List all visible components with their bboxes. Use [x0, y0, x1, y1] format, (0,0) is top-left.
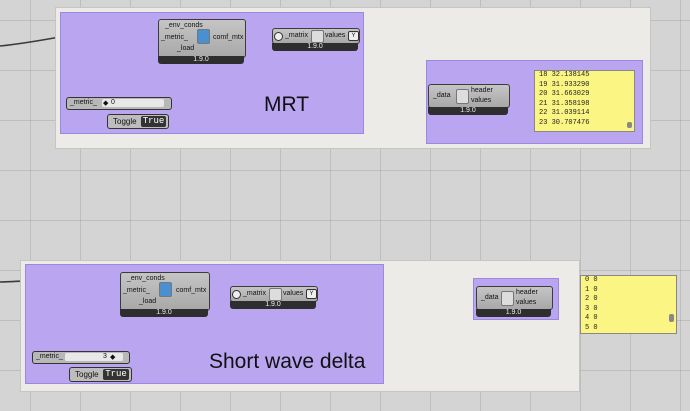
top-metric-slider[interactable]: _metric_ ◆ 0: [66, 97, 172, 110]
top-panel-row: 19 31.933290: [539, 80, 590, 89]
bottom-toggle-label: Toggle: [75, 370, 99, 379]
data-ab-icon: [501, 291, 514, 306]
bottom-comfort-version: 1.9.0: [120, 309, 208, 317]
top-matrix-component[interactable]: _matrix values Y: [272, 28, 360, 44]
bottom-matrix-out-param-icon: Y: [306, 289, 317, 299]
top-panel-scrollbar[interactable]: [627, 122, 632, 128]
bottom-matrix-input[interactable]: _matrix: [243, 290, 266, 297]
top-matrix-out-param-icon: Y: [348, 31, 359, 41]
bottom-panel-row: 5 0: [585, 323, 598, 332]
top-panel-row: 22 31.039114: [539, 109, 590, 117]
top-data-input[interactable]: _data: [433, 92, 451, 99]
top-data-output-header[interactable]: header: [471, 87, 493, 94]
top-panel-row: 21 31.358198: [539, 99, 590, 108]
matrix-x-icon: [311, 30, 324, 43]
bottom-slider-label: _metric_: [36, 353, 63, 360]
bottom-slider-value: 3: [103, 353, 107, 360]
bottom-matrix-version: 1.9.0: [230, 301, 316, 309]
bottom-panel-row: 1 0: [585, 285, 598, 294]
top-slider-track[interactable]: [102, 99, 164, 107]
bottom-matrix-input-grip-icon[interactable]: [232, 290, 241, 299]
bottom-metric-slider[interactable]: _metric_ 3 ◆: [32, 351, 130, 364]
top-panel-row: 23 30.707476: [539, 118, 590, 127]
bottom-data-output-values[interactable]: values: [516, 299, 537, 306]
bottom-input-load[interactable]: _load: [139, 298, 157, 305]
bottom-slider-diamond-icon[interactable]: ◆: [110, 354, 116, 361]
top-matrix-input-grip-icon[interactable]: [274, 32, 283, 41]
bottom-panel[interactable]: 0 0 1 0 2 0 3 0 4 0 5 0: [580, 275, 677, 334]
bottom-panel-row: 0 0: [585, 276, 598, 284]
bottom-toggle[interactable]: Toggle True: [69, 367, 132, 382]
top-toggle-label: Toggle: [113, 117, 137, 126]
top-panel[interactable]: 18 32.138145 19 31.933290 20 31.663029 2…: [534, 70, 635, 132]
bottom-panel-scrollbar[interactable]: [669, 314, 674, 322]
top-data-version: 1.9.0: [428, 107, 508, 115]
bottom-input-env-conds[interactable]: _env_conds: [127, 275, 165, 282]
bottom-toggle-value[interactable]: True: [103, 369, 129, 380]
top-slider-diamond-icon[interactable]: ◆: [103, 100, 109, 107]
top-matrix-version: 1.9.0: [272, 43, 358, 51]
top-matrix-input[interactable]: _matrix: [285, 32, 308, 39]
comfort-matrix-icon: [159, 282, 172, 297]
comfort-matrix-icon: [197, 29, 210, 44]
matrix-x-icon: [269, 288, 282, 301]
top-toggle-value[interactable]: True: [141, 116, 166, 127]
bottom-output-comf-mtx[interactable]: comf_mtx: [176, 287, 207, 294]
bottom-data-input[interactable]: _data: [481, 294, 499, 301]
top-slider-value: 0: [111, 99, 115, 106]
top-input-env-conds[interactable]: _env_conds: [165, 22, 203, 29]
top-comfort-component[interactable]: _env_conds _metric_ _load comf_mtx: [158, 19, 246, 58]
top-panel-row: 18 32.138145: [539, 71, 590, 79]
bottom-data-component[interactable]: _data header values: [476, 286, 553, 310]
bottom-matrix-output[interactable]: values: [283, 290, 304, 297]
data-ab-icon: [456, 89, 469, 104]
top-output-comf-mtx[interactable]: comf_mtx: [213, 34, 244, 41]
bottom-matrix-component[interactable]: _matrix values Y: [230, 286, 318, 302]
top-matrix-output[interactable]: values: [325, 32, 346, 39]
bottom-comfort-component[interactable]: _env_conds _metric_ _load comf_mtx: [120, 272, 210, 311]
bottom-panel-row: 4 0: [585, 314, 598, 322]
top-data-component[interactable]: _data header values: [428, 84, 510, 108]
top-toggle[interactable]: Toggle True: [107, 114, 169, 129]
top-input-load[interactable]: _load: [177, 45, 195, 52]
bottom-input-metric[interactable]: _metric_: [123, 287, 150, 294]
bottom-panel-row: 2 0: [585, 295, 598, 303]
top-input-metric[interactable]: _metric_: [161, 34, 188, 41]
bottom-panel-row: 3 0: [585, 304, 598, 313]
bottom-slider-track[interactable]: [65, 353, 123, 361]
bottom-data-version: 1.9.0: [476, 309, 551, 317]
bottom-data-output-header[interactable]: header: [516, 289, 538, 296]
top-panel-row: 20 31.663029: [539, 90, 590, 98]
top-group-label: MRT: [264, 93, 310, 116]
top-slider-label: _metric_: [70, 99, 97, 106]
top-comfort-version: 1.9.0: [158, 56, 244, 64]
bottom-group-label: Short wave delta: [209, 350, 366, 373]
top-data-output-values[interactable]: values: [471, 97, 492, 104]
